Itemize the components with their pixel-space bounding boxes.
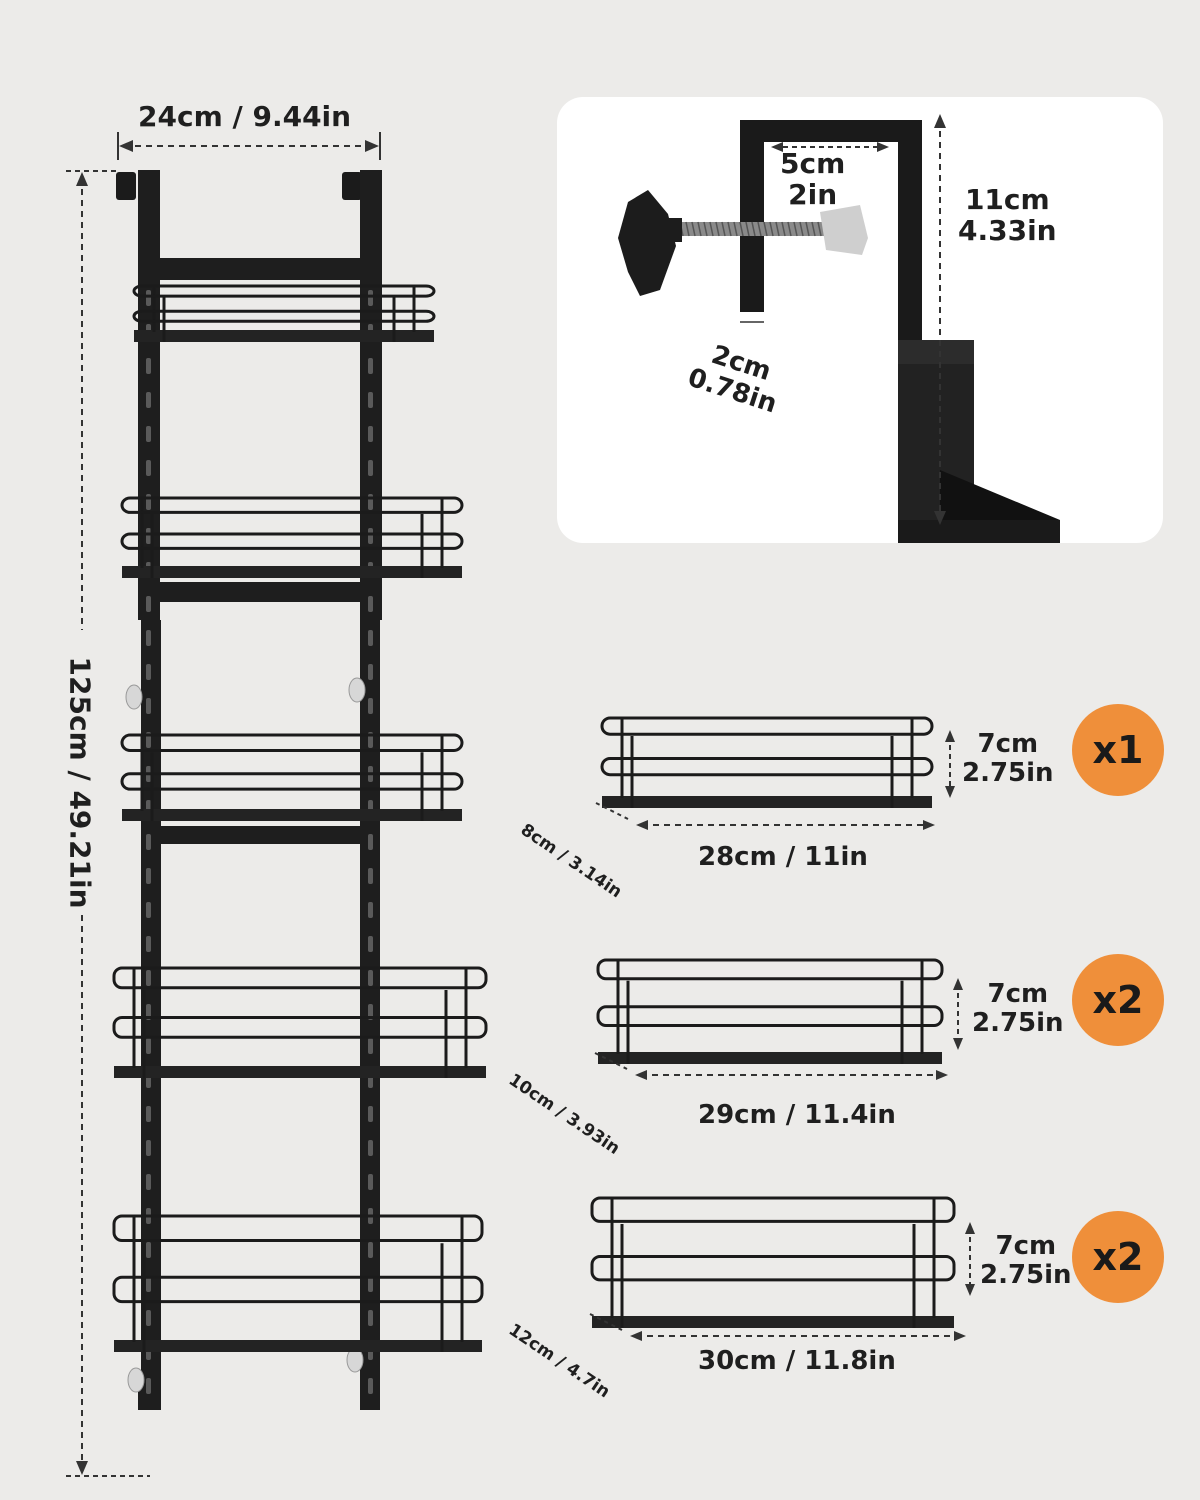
hook-bracket <box>740 120 1060 543</box>
basket-3-dimensions <box>589 1222 975 1341</box>
hook-detail-panel <box>557 97 1163 543</box>
basket-3 <box>589 1196 975 1341</box>
rack-shelf-2 <box>120 496 464 578</box>
screw-cap-icon <box>820 205 868 255</box>
basket-1 <box>595 716 955 830</box>
basket-1-quantity-badge: x1 <box>1072 704 1164 796</box>
basket-2-width-label: 29cm / 11.4in <box>698 1100 896 1130</box>
knob-icon <box>618 190 682 296</box>
basket-3-quantity-badge: x2 <box>1072 1211 1164 1303</box>
height-dimension <box>66 170 150 1477</box>
rack-shelves <box>112 284 488 1352</box>
basket-2 <box>594 958 963 1080</box>
basket-2-dimensions <box>594 978 963 1080</box>
basket-3-width-label: 30cm / 11.8in <box>698 1346 896 1376</box>
rack-shelf-5 <box>112 1214 484 1352</box>
rack-shelf-4 <box>112 966 488 1078</box>
rack-shelf-1 <box>132 284 436 342</box>
hook-screw <box>618 190 868 296</box>
width-dimension <box>117 132 381 160</box>
basket-2-quantity-badge: x2 <box>1072 954 1164 1046</box>
rack-top-hooks <box>116 172 362 200</box>
suction-cups <box>125 677 366 1393</box>
basket-1-width-label: 28cm / 11in <box>698 842 868 872</box>
rack-shelf-3 <box>120 733 464 821</box>
basket-1-dimensions <box>595 730 955 830</box>
rack-width-label: 24cm / 9.44in <box>138 100 352 133</box>
